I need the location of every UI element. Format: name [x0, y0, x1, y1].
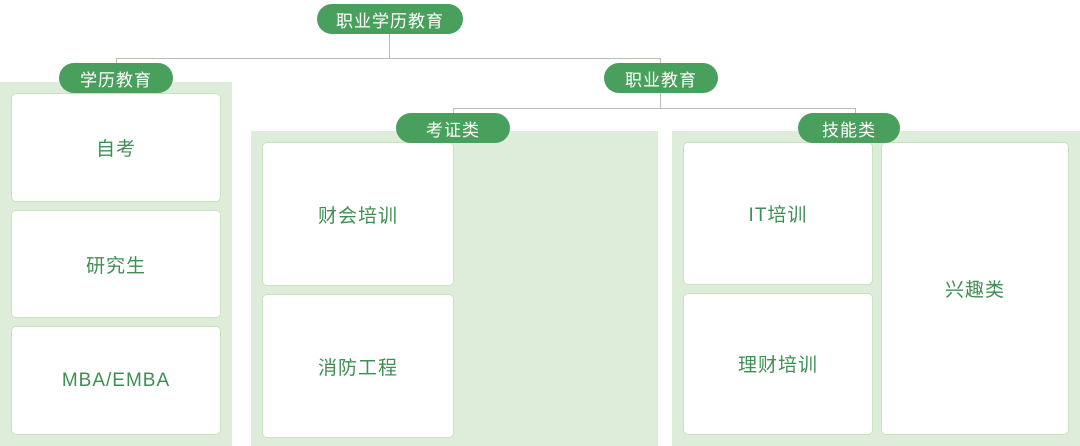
connector-to-vocational-education: [660, 58, 661, 64]
branch-label-vocational-education[interactable]: 职业教育: [604, 63, 718, 93]
subgroup-label-certification[interactable]: 考证类: [396, 113, 510, 143]
root-node-label[interactable]: 职业学历教育: [317, 4, 463, 34]
connector-level2-bar: [453, 108, 856, 109]
branch-label-degree-education[interactable]: 学历教育: [59, 63, 173, 93]
connector-root-stem: [389, 34, 390, 59]
card-yanjiusheng[interactable]: 研究生: [11, 209, 221, 319]
card-xiaofang-gongcheng[interactable]: 消防工程: [262, 294, 454, 438]
panel-certification: 财会培训 消防工程 健康营养 教师培训: [251, 131, 658, 446]
connector-to-certification: [453, 108, 454, 114]
connector-to-skills: [855, 108, 856, 114]
subgroup-label-skills[interactable]: 技能类: [798, 113, 900, 143]
connector-level1-bar: [116, 58, 661, 59]
connector-to-degree-education: [116, 58, 117, 64]
card-it-peixun[interactable]: IT培训: [683, 142, 873, 285]
card-xingqu-lei[interactable]: 兴趣类: [881, 142, 1069, 435]
panel-skills: IT培训 理财培训 兴趣类: [672, 131, 1080, 446]
connector-vocational-stem: [660, 93, 661, 108]
card-zikao[interactable]: 自考: [11, 93, 221, 202]
card-mba-emba[interactable]: MBA/EMBA: [11, 326, 221, 436]
card-caikuai-peixun[interactable]: 财会培训: [262, 142, 454, 286]
skills-left-column: IT培训 理财培训: [683, 142, 873, 435]
panel-degree-education: 自考 研究生 MBA/EMBA: [0, 82, 232, 446]
card-licai-peixun[interactable]: 理财培训: [683, 292, 873, 435]
